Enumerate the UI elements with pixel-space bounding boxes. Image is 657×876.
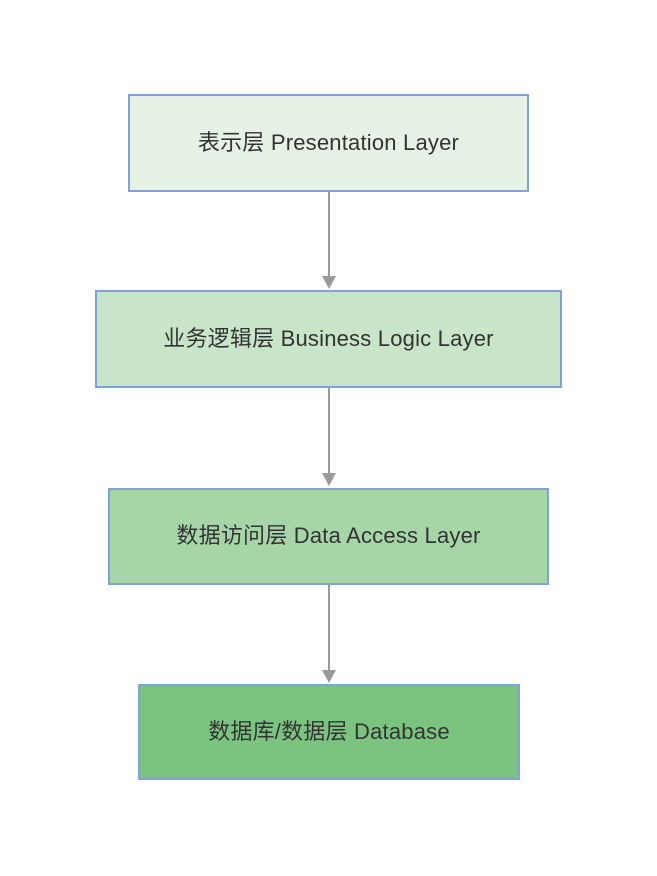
node-data-access-layer[interactable]: 数据访问层 Data Access Layer (108, 488, 549, 585)
node-database-layer[interactable]: 数据库/数据层 Database (138, 684, 520, 780)
node-business-logic-layer-label: 业务逻辑层 Business Logic Layer (163, 325, 494, 351)
node-presentation-layer[interactable]: 表示层 Presentation Layer (128, 94, 529, 192)
node-presentation-layer-label: 表示层 Presentation Layer (197, 129, 460, 155)
edge-presentation-to-business (322, 192, 336, 289)
node-data-access-layer-label: 数据访问层 Data Access Layer (176, 523, 481, 549)
edge-business-to-data-access (322, 388, 336, 486)
node-business-logic-layer[interactable]: 业务逻辑层 Business Logic Layer (95, 290, 562, 388)
edge-data-access-to-database (322, 585, 336, 683)
node-database-layer-label: 数据库/数据层 Database (208, 718, 450, 744)
